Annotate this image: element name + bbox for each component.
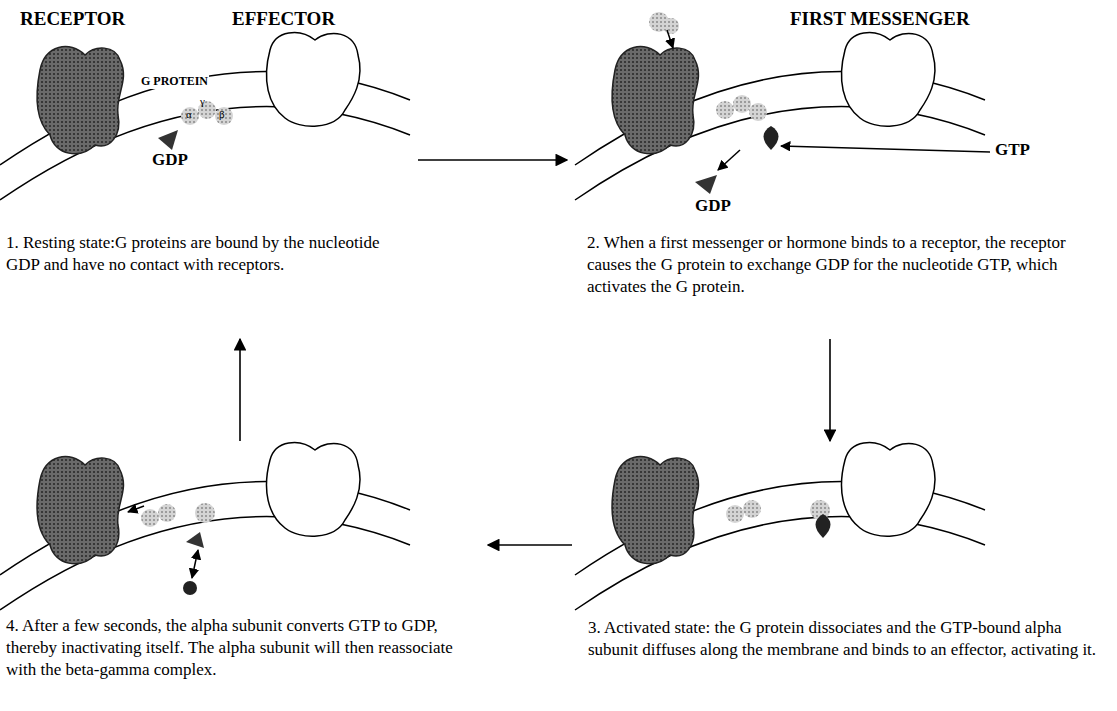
nucleotide-label: GDP	[695, 196, 731, 216]
step-caption: 1. Resting state:G proteins are bound by…	[6, 232, 404, 276]
nucleotide-label: GTP	[995, 140, 1030, 160]
panel: 3. Activated state: the G protein dissoc…	[580, 445, 1117, 711]
panel: 1. Resting state:G proteins are bound by…	[0, 0, 410, 335]
part-label: G PROTEIN	[140, 74, 209, 89]
panel-2-art	[575, 12, 990, 200]
step-caption: 3. Activated state: the G protein dissoc…	[588, 617, 1108, 661]
panel: 4. After a few seconds, the alpha subuni…	[0, 445, 480, 711]
subunit-label: α	[186, 108, 192, 120]
part-label: EFFECTOR	[232, 8, 335, 30]
panel-4-art	[0, 443, 410, 610]
cycle-arrow	[239, 339, 241, 441]
part-label: FIRST MESSENGER	[790, 8, 970, 30]
panel: 2. When a first messenger or hormone bin…	[575, 0, 1117, 335]
subunit-label: β	[219, 108, 225, 120]
cycle-arrow	[418, 159, 567, 161]
panel-1-art	[0, 33, 410, 200]
subunit-label: γ	[200, 95, 205, 107]
panel-3-art	[575, 443, 985, 610]
nucleotide-label: GDP	[152, 150, 188, 170]
cycle-arrow	[829, 339, 831, 441]
step-caption: 4. After a few seconds, the alpha subuni…	[6, 615, 474, 681]
cycle-arrow	[488, 544, 572, 546]
step-caption: 2. When a first messenger or hormone bin…	[587, 232, 1109, 298]
part-label: RECEPTOR	[20, 8, 125, 30]
